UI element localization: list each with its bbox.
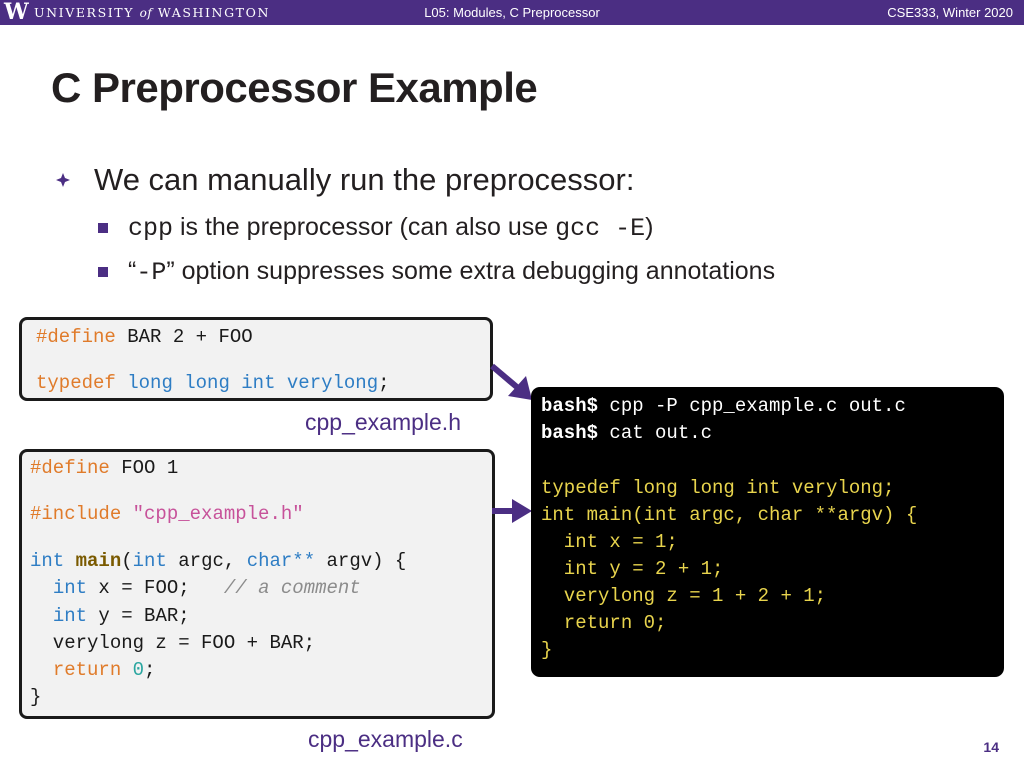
- terminal-output-line: int y = 2 + 1;: [541, 558, 724, 580]
- university-word-of: of: [139, 6, 153, 20]
- lecture-title: L05: Modules, C Preprocessor: [424, 5, 600, 20]
- function-name-token: main: [75, 550, 122, 572]
- number-token: 0: [132, 659, 145, 681]
- comment-token: // a comment: [223, 577, 361, 599]
- uw-logo: W: [4, 0, 29, 25]
- code-line: }: [30, 686, 42, 708]
- code-token: ;: [378, 372, 390, 394]
- type-token: long: [184, 372, 230, 394]
- code-line: #define FOO 1: [30, 457, 178, 479]
- square-bullet-icon: [98, 267, 108, 277]
- type-token: int: [30, 550, 65, 572]
- shell-prompt: bash$: [541, 395, 599, 417]
- sub-bullet-2-body: ” option suppresses some extra debugging…: [166, 257, 776, 285]
- sub-bullet-1-end: ): [645, 213, 654, 241]
- slide-title: C Preprocessor Example: [51, 64, 538, 111]
- terminal-output-line: return 0;: [541, 612, 667, 634]
- code-token: x = FOO;: [87, 577, 224, 599]
- header-file-caption: cpp_example.h: [305, 409, 461, 435]
- header-file-code-box: #define BAR 2 + FOO typedef long long in…: [19, 317, 493, 401]
- directive-token: #define: [30, 457, 110, 479]
- code-line: return 0;: [30, 659, 156, 681]
- terminal-window: bash$ cpp -P cpp_example.c out.c bash$ c…: [531, 387, 1004, 677]
- bullet-1-text: We can manually run the preprocessor:: [94, 162, 635, 197]
- code-token: ;: [144, 659, 156, 681]
- string-token: "cpp_example.h": [132, 503, 304, 525]
- square-bullet-icon: [98, 223, 108, 233]
- arrow-right-icon: [492, 499, 532, 523]
- code-line: int main(int argc, char** argv) {: [30, 550, 406, 572]
- terminal-output-line: int x = 1;: [541, 531, 678, 553]
- diamond-bullet-icon: [56, 173, 70, 187]
- code-p-option: -P: [136, 258, 167, 287]
- code-token: FOO 1: [109, 457, 179, 479]
- university-word-a: UNIVERSITY: [34, 5, 135, 20]
- code-cpp: cpp: [128, 214, 174, 243]
- terminal-output-line: int main(int argc, char **argv) {: [541, 504, 918, 526]
- code-line: typedef long long int verylong;: [36, 372, 390, 394]
- code-token: BAR 2 + FOO: [115, 326, 253, 348]
- directive-token: #include: [30, 503, 122, 525]
- terminal-output-line: typedef long long int verylong;: [541, 477, 895, 499]
- course-name: CSE333, Winter 2020: [887, 5, 1013, 20]
- terminal-command-line: bash$ cat out.c: [541, 422, 712, 444]
- code-token: argv) {: [315, 550, 407, 572]
- shell-command: cat out.c: [598, 422, 713, 444]
- terminal-output-line: verylong z = 1 + 2 + 1;: [541, 585, 827, 607]
- identifier-token: verylong: [286, 372, 379, 394]
- code-line: int x = FOO; // a comment: [30, 577, 361, 599]
- source-file-code-box: #define FOO 1 #include "cpp_example.h" i…: [19, 449, 495, 719]
- shell-prompt: bash$: [541, 422, 599, 444]
- type-token: char**: [246, 550, 316, 572]
- type-token: int: [52, 577, 88, 599]
- code-token: y = BAR;: [87, 605, 190, 627]
- type-token: long: [127, 372, 173, 394]
- sub-bullet-2-open-quote: “: [128, 257, 137, 285]
- type-token: int: [132, 550, 167, 572]
- sub-bullet-1-body: is the preprocessor (can also use: [173, 213, 556, 241]
- sub-bullet-2-text: “-P” option suppresses some extra debugg…: [128, 257, 775, 287]
- terminal-command-line: bash$ cpp -P cpp_example.c out.c: [541, 395, 906, 417]
- header-bar: W UNIVERSITY of WASHINGTON L05: Modules,…: [0, 0, 1024, 25]
- typedef-token: typedef: [36, 372, 116, 394]
- code-token: argc,: [166, 550, 247, 572]
- arrow-to-terminal-icon: [490, 363, 532, 400]
- terminal-output-line: }: [541, 639, 553, 661]
- page-number: 14: [983, 739, 999, 755]
- source-file-caption: cpp_example.c: [308, 726, 463, 752]
- code-line: int y = BAR;: [30, 605, 190, 627]
- code-token: (: [121, 550, 133, 572]
- shell-command: cpp -P cpp_example.c out.c: [598, 395, 906, 417]
- directive-token: #define: [36, 326, 116, 348]
- code-line: #define BAR 2 + FOO: [36, 326, 253, 348]
- code-line: #include "cpp_example.h": [30, 503, 304, 525]
- return-token: return: [52, 659, 122, 681]
- sub-bullet-1-text: cpp is the preprocessor (can also use gc…: [128, 213, 654, 243]
- type-token: int: [241, 372, 276, 394]
- university-wordmark: UNIVERSITY of WASHINGTON: [34, 0, 270, 26]
- university-word-b: WASHINGTON: [157, 5, 271, 20]
- type-token: int: [52, 605, 88, 627]
- code-line: verylong z = FOO + BAR;: [30, 632, 316, 654]
- code-gcc-e: gcc -E: [555, 214, 646, 243]
